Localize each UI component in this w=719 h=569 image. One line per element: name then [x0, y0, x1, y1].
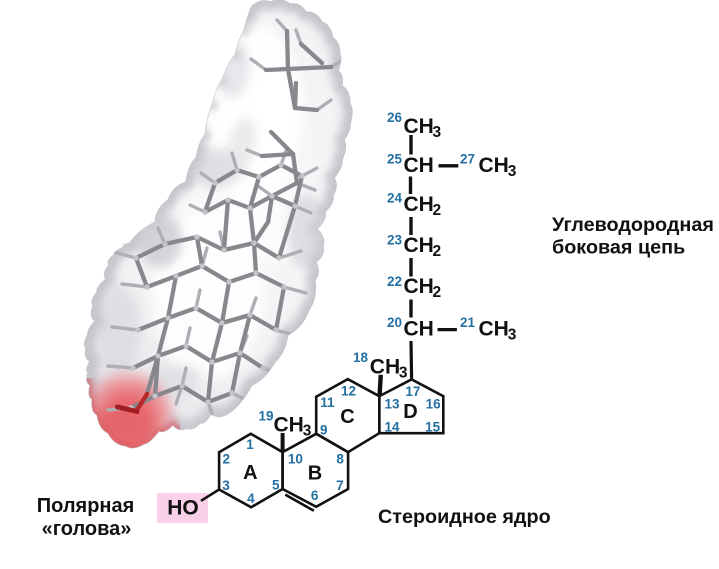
svg-text:14: 14 — [384, 420, 400, 435]
svg-text:3: 3 — [303, 422, 312, 439]
svg-text:25: 25 — [387, 152, 403, 167]
svg-text:C: C — [340, 406, 354, 428]
svg-text:CH: CH — [479, 154, 509, 177]
svg-text:16: 16 — [426, 396, 442, 411]
svg-text:Углеводородная: Углеводородная — [552, 214, 714, 236]
svg-text:CH: CH — [274, 413, 304, 436]
svg-text:Полярная: Полярная — [37, 495, 135, 517]
svg-text:CH: CH — [404, 317, 434, 340]
svg-text:23: 23 — [387, 232, 403, 247]
svg-text:20: 20 — [387, 315, 402, 330]
svg-text:18: 18 — [353, 350, 369, 365]
svg-text:22: 22 — [387, 274, 402, 289]
svg-text:17: 17 — [405, 384, 420, 399]
svg-text:B: B — [308, 463, 322, 485]
svg-text:3: 3 — [222, 478, 230, 493]
svg-text:7: 7 — [336, 478, 344, 493]
svg-text:2: 2 — [433, 202, 442, 219]
svg-text:D: D — [403, 401, 417, 423]
svg-text:3: 3 — [508, 326, 517, 343]
svg-text:2: 2 — [223, 451, 231, 466]
svg-text:3: 3 — [433, 124, 442, 141]
svg-text:2: 2 — [433, 243, 442, 260]
svg-text:6: 6 — [311, 488, 319, 503]
svg-text:CH: CH — [404, 115, 434, 138]
svg-text:3: 3 — [399, 364, 408, 381]
svg-text:27: 27 — [460, 152, 475, 167]
svg-text:CH: CH — [404, 154, 434, 177]
svg-text:HO: HO — [167, 496, 199, 519]
svg-text:CH: CH — [370, 355, 400, 378]
svg-text:1: 1 — [246, 437, 254, 452]
svg-text:8: 8 — [336, 452, 344, 467]
svg-text:10: 10 — [288, 452, 303, 467]
svg-text:9: 9 — [320, 422, 328, 437]
svg-text:4: 4 — [247, 491, 255, 506]
svg-text:15: 15 — [425, 420, 441, 435]
svg-text:2: 2 — [433, 284, 442, 301]
svg-text:CH: CH — [404, 193, 434, 216]
svg-text:A: A — [243, 462, 257, 484]
svg-text:11: 11 — [320, 395, 335, 410]
svg-text:19: 19 — [258, 409, 273, 424]
svg-text:24: 24 — [387, 190, 403, 205]
svg-text:CH: CH — [479, 317, 509, 340]
svg-text:21: 21 — [460, 315, 476, 330]
svg-text:CH: CH — [404, 275, 434, 298]
svg-text:12: 12 — [341, 384, 356, 399]
svg-text:5: 5 — [272, 478, 280, 493]
svg-text:«голова»: «голова» — [42, 518, 132, 540]
svg-text:13: 13 — [384, 396, 400, 411]
svg-text:CH: CH — [404, 234, 434, 257]
svg-text:Стероидное ядро: Стероидное ядро — [378, 506, 551, 528]
svg-text:боковая цепь: боковая цепь — [552, 237, 685, 259]
svg-text:26: 26 — [387, 110, 403, 125]
svg-text:3: 3 — [508, 163, 517, 180]
